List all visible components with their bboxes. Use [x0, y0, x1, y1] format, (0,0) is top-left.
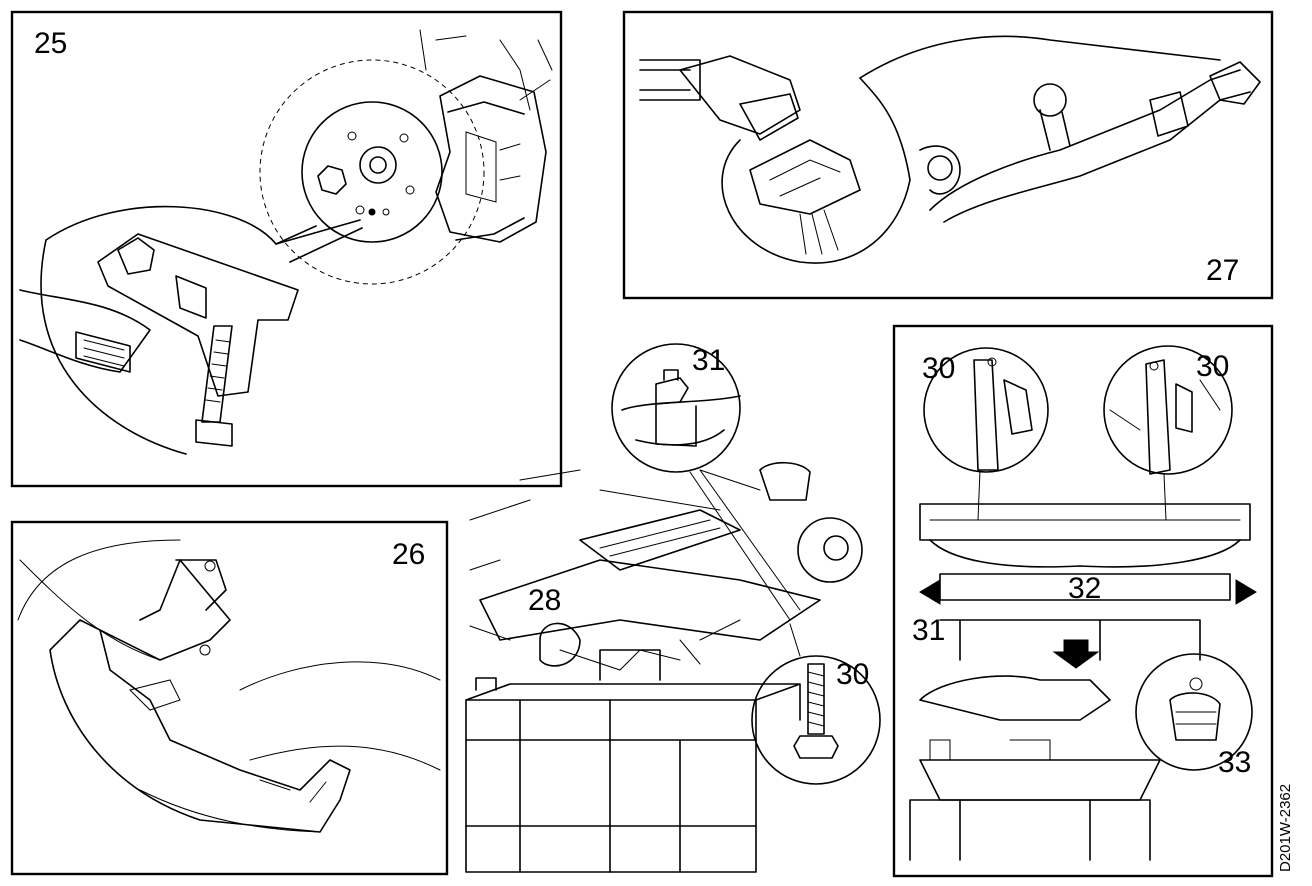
lowered-axle-on-jack-drawing: [909, 675, 1161, 861]
callout-32: 32: [1068, 572, 1101, 605]
panel-27-frame: [622, 10, 1274, 300]
callout-33: 33: [1218, 746, 1251, 779]
callout-30-left: 30: [922, 352, 955, 385]
detail-31-inset: [611, 343, 801, 621]
callout-28: 28: [528, 584, 561, 617]
vehicle-underbody-drawing: [469, 461, 863, 671]
detail-30-right-inset: [1103, 345, 1233, 521]
figure-25-label: 25: [34, 27, 67, 60]
panel-25: 25: [10, 10, 563, 488]
figure-26-label: 26: [392, 538, 425, 571]
transmission-jack-stand-drawing: [465, 649, 801, 873]
detail-30-left-inset: [923, 347, 1049, 521]
splash-shield-drawing: [17, 539, 441, 833]
figure-27-label: 27: [1206, 254, 1239, 287]
brake-disc-hub-drawing: [259, 29, 553, 285]
center-axle-removal: 31 28 30: [465, 343, 881, 873]
panel-25-frame: [10, 10, 563, 488]
callout-30-right: 30: [1196, 350, 1229, 383]
panel-26: 26: [10, 520, 449, 876]
callout-31: 31: [692, 344, 725, 377]
panel-26-frame: [10, 520, 449, 876]
drawing-code: D201W-2362: [1277, 784, 1294, 872]
panel-27: 27: [622, 10, 1274, 300]
axle-assembly-drawing: [919, 503, 1257, 669]
callout-31-right: 31: [912, 614, 945, 647]
panel-axle-lowering-frame: [892, 324, 1274, 878]
callout-30: 30: [836, 658, 869, 691]
ball-joint-separator-tool-drawing: [19, 205, 363, 455]
exhaust-mount-drawing: [639, 35, 1261, 264]
detail-33-inset: [1135, 653, 1253, 771]
detail-30-bolt-inset: [751, 623, 881, 785]
panel-axle-lowering: 30 30 31 32: [892, 324, 1274, 878]
